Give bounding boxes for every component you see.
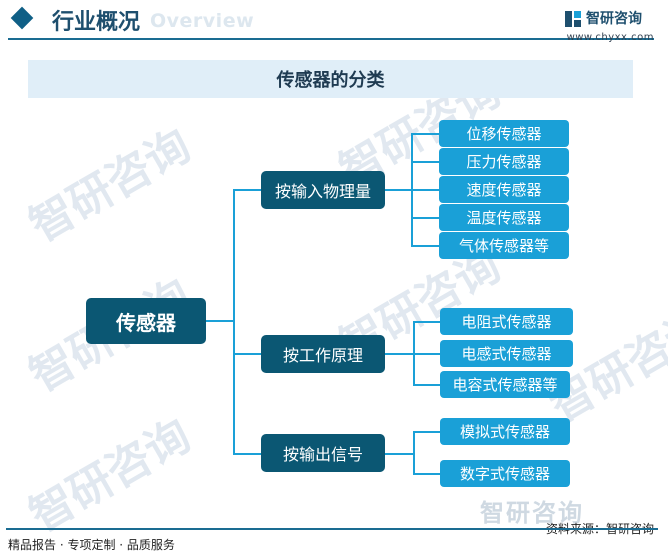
footer-tagline: 精品报告 · 专项定制 · 品质服务 xyxy=(8,538,175,552)
watermark: 智研咨询 xyxy=(21,119,200,252)
brand-url: www.chyxx.com xyxy=(566,32,654,43)
connector xyxy=(411,189,439,191)
leaf-node: 数字式传感器 xyxy=(440,460,570,487)
connector xyxy=(233,353,261,355)
leaf-node: 电阻式传感器 xyxy=(440,308,573,335)
page-title: 行业概况 xyxy=(52,10,141,35)
header-divider xyxy=(8,38,654,40)
connector xyxy=(233,189,261,191)
category-node: 按输出信号 xyxy=(261,434,385,472)
connector xyxy=(233,453,261,455)
connector xyxy=(413,473,440,475)
category-node: 按输入物理量 xyxy=(261,171,385,209)
root-node: 传感器 xyxy=(86,298,206,344)
leaf-node: 速度传感器 xyxy=(439,176,569,203)
diagram-title-banner: 传感器的分类 xyxy=(28,60,633,98)
connector xyxy=(413,431,440,433)
connector xyxy=(385,453,414,455)
connector xyxy=(206,320,234,322)
connector xyxy=(413,431,415,474)
connector xyxy=(413,384,440,386)
leaf-node: 气体传感器等 xyxy=(439,232,569,259)
connector xyxy=(385,189,412,191)
leaf-node: 压力传感器 xyxy=(439,148,569,175)
leaf-node: 电容式传感器等 xyxy=(440,371,570,398)
connector xyxy=(413,353,440,355)
brand-logo-icon xyxy=(565,11,581,27)
leaf-node: 模拟式传感器 xyxy=(440,418,570,445)
footer-divider xyxy=(6,528,658,530)
footer-watermark-logo: 智研咨询 xyxy=(480,499,584,527)
leaf-node: 位移传感器 xyxy=(439,120,569,147)
connector xyxy=(411,133,439,135)
diagram-title: 传感器的分类 xyxy=(276,70,385,91)
leaf-node: 电感式传感器 xyxy=(440,340,573,367)
page-subtitle: Overview xyxy=(150,10,255,32)
connector xyxy=(233,189,235,454)
connector xyxy=(385,353,414,355)
category-node: 按工作原理 xyxy=(261,335,385,373)
watermark: 智研咨询 xyxy=(21,409,200,542)
brand-name: 智研咨询 xyxy=(586,11,642,27)
connector xyxy=(411,161,439,163)
header-diamond-icon xyxy=(10,6,34,30)
connector xyxy=(411,217,439,219)
connector xyxy=(411,245,439,247)
connector xyxy=(413,321,440,323)
leaf-node: 温度传感器 xyxy=(439,204,569,231)
